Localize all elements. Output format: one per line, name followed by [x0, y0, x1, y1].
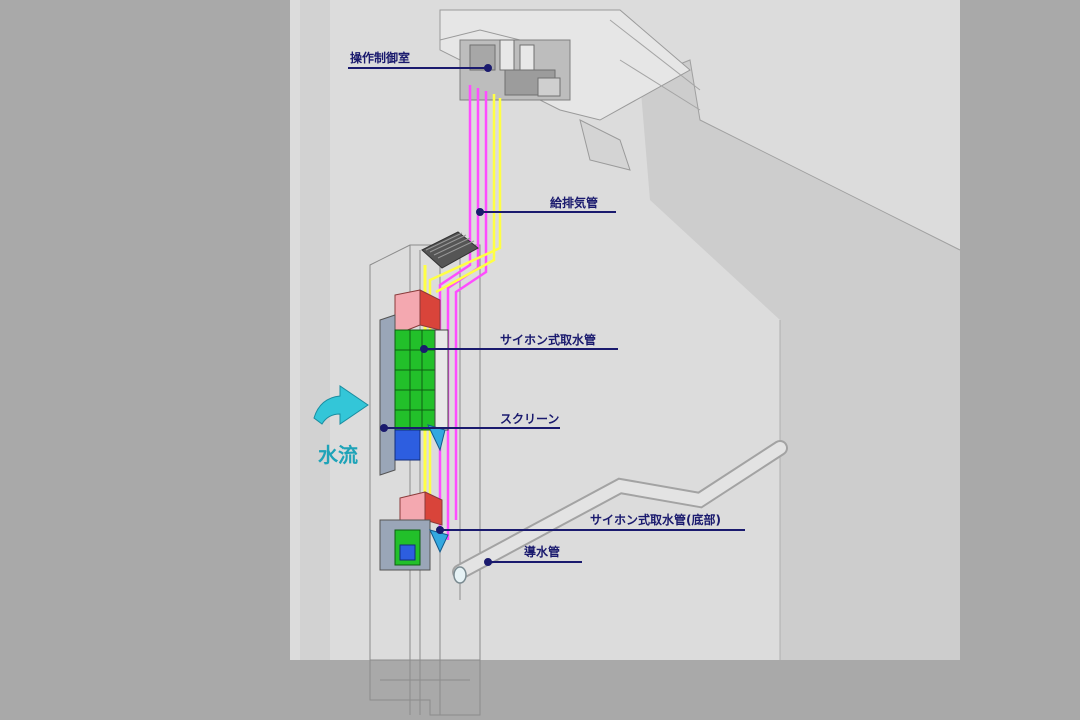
upper-siphon-assembly	[379, 289, 449, 476]
control-room-equipment	[459, 39, 571, 101]
leader-lines	[348, 64, 745, 566]
water-flow-arrow-icon	[313, 385, 369, 425]
siphon-intake-label: サイホン式取水管	[500, 332, 596, 347]
leader-dot	[380, 424, 388, 432]
screen-label: スクリーン	[500, 412, 559, 426]
siphon-intake-bottom-label: サイホン式取水管(底部)	[590, 512, 721, 527]
water-flow-label: 水流	[318, 443, 358, 467]
lower-siphon-assembly	[379, 491, 449, 571]
control-room-label: 操作制御室	[350, 50, 410, 65]
screen-cells	[394, 329, 436, 461]
leader-dot	[436, 526, 444, 534]
conduit-label: 導水管	[524, 544, 560, 559]
dam-body	[290, 0, 961, 660]
leader-dot	[484, 558, 492, 566]
leader-dot	[420, 345, 428, 353]
top-grating	[421, 231, 479, 269]
air-pipe-label: 給排気管	[550, 195, 598, 210]
leader-dot	[476, 208, 484, 216]
leader-dot	[484, 64, 492, 72]
